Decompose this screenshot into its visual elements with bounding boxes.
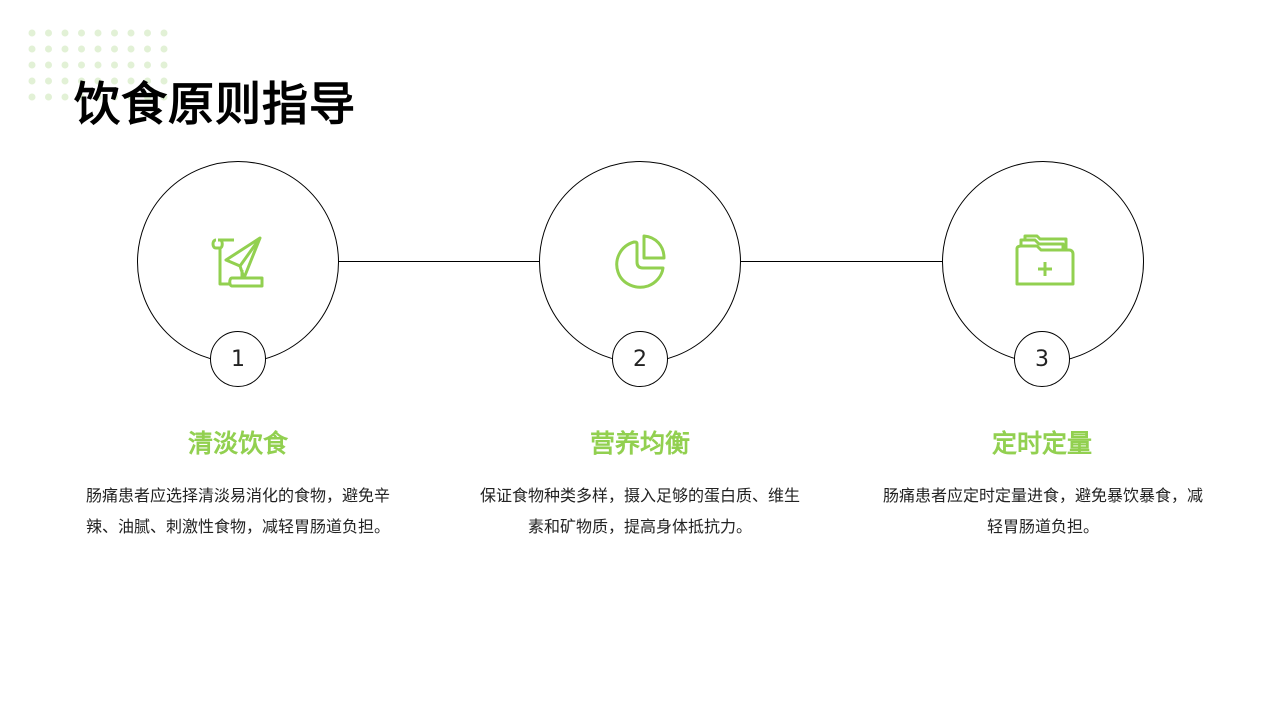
step-2-circle — [539, 161, 741, 363]
page-title: 饮食原则指导 — [74, 77, 356, 131]
decorative-dot — [127, 61, 135, 69]
decorative-dot — [127, 93, 135, 101]
step-number-badge: 2 — [612, 331, 668, 387]
pie-chart-icon — [615, 234, 666, 289]
decorative-dot — [144, 77, 151, 85]
connector-line — [339, 261, 540, 262]
decorative-dot — [127, 29, 135, 37]
decorative-dot — [94, 77, 102, 85]
decorative-dot — [160, 77, 168, 85]
decorative-dot — [111, 45, 118, 53]
step-heading: 清淡饮食 — [187, 429, 288, 458]
decorative-dot — [78, 45, 85, 53]
decorative-dot — [45, 61, 52, 69]
decorative-dot — [61, 93, 69, 101]
decorative-dot — [144, 29, 151, 37]
step-description: 肠痛患者应选择清淡易消化的食物，避免辛辣、油腻、刺激性食物，减轻胃肠道负担。 — [85, 486, 390, 536]
connector-line — [741, 261, 943, 262]
scroll-paper-plane-icon — [211, 236, 264, 288]
decorative-dot — [160, 93, 168, 101]
decorative-dot — [160, 61, 168, 69]
decorative-dot — [78, 29, 85, 37]
decorative-dot — [127, 77, 135, 85]
decorative-dot-grid — [28, 29, 168, 101]
decorative-dot — [94, 45, 102, 53]
step-heading: 营养均衡 — [589, 429, 690, 458]
decorative-dot — [111, 61, 118, 69]
decorative-dot — [127, 45, 135, 53]
step-3-circle — [942, 161, 1144, 363]
decorative-dot — [28, 29, 36, 37]
decorative-dot — [160, 29, 168, 37]
folder-plus-icon — [1015, 234, 1075, 286]
decorative-dot — [111, 93, 118, 101]
decorative-dot — [28, 61, 36, 69]
decorative-dot — [111, 77, 118, 85]
step-number-badge: 3 — [1014, 331, 1070, 387]
step-description: 肠痛患者应定时定量进食，避免暴饮暴食，减轻胃肠道负担。 — [882, 486, 1203, 536]
decorative-dot — [61, 45, 69, 53]
decorative-dot — [45, 93, 52, 101]
decorative-dot — [94, 29, 102, 37]
decorative-dot — [78, 61, 85, 69]
step-description: 保证食物种类多样，摄入足够的蛋白质、维生素和矿物质，提高身体抵抗力。 — [479, 486, 800, 536]
decorative-dot — [111, 29, 118, 37]
decorative-dot — [45, 29, 52, 37]
decorative-dot — [78, 93, 85, 101]
decorative-dot — [28, 77, 36, 85]
decorative-dot — [94, 93, 102, 101]
decorative-dot — [28, 93, 36, 101]
decorative-dot — [28, 45, 36, 53]
step-1-circle — [137, 161, 339, 363]
decorative-dot — [144, 61, 151, 69]
decorative-dot — [45, 77, 52, 85]
decorative-dot — [61, 61, 69, 69]
decorative-dot — [61, 77, 69, 85]
decorative-dot — [78, 77, 85, 85]
step-heading: 定时定量 — [991, 429, 1092, 458]
decorative-dot — [160, 45, 168, 53]
decorative-dot — [94, 61, 102, 69]
decorative-dot — [144, 93, 151, 101]
decorative-dot — [45, 45, 52, 53]
step-number-badge: 1 — [210, 331, 266, 387]
decorative-dot — [61, 29, 69, 37]
decorative-dot — [144, 45, 151, 53]
